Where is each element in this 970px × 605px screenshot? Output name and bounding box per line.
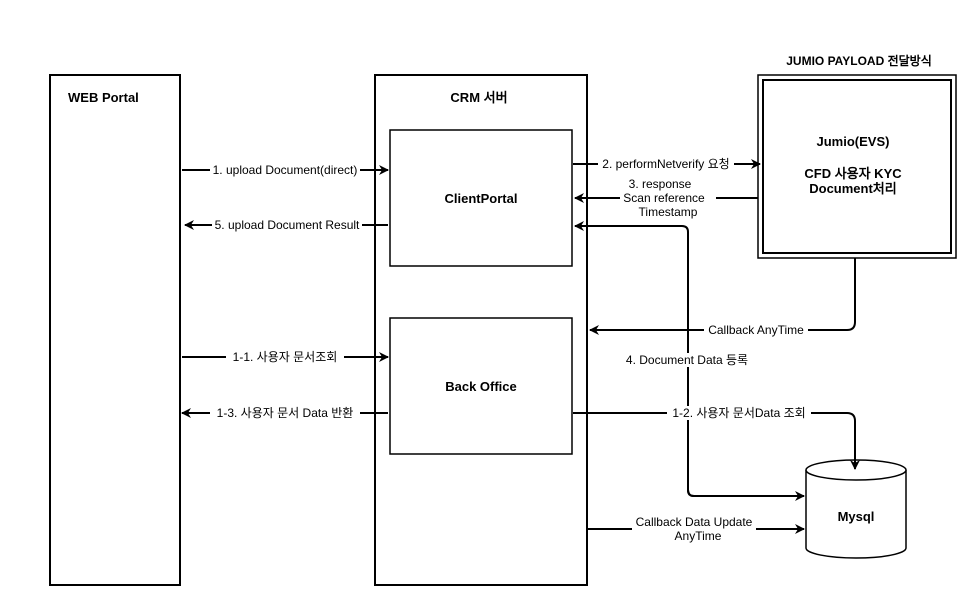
label-bg: [598, 157, 734, 171]
label-bg: [704, 323, 808, 337]
jumio-box-inner: [762, 79, 952, 254]
label-upload-result: 5. upload Document Result: [215, 218, 360, 232]
label-callback-update-1: Callback Data Update: [636, 515, 753, 529]
label-user-doc-return: 1-3. 사용자 문서 Data 반환: [217, 406, 354, 420]
label-bg: [226, 350, 344, 364]
label-document-data: 4. Document Data 등록: [626, 353, 748, 367]
label-bg: [212, 218, 362, 232]
arrow-document-data-start: [687, 489, 805, 501]
back-office-label: Back Office: [445, 379, 517, 394]
label-perform-netverify: 2. performNetverify 요청: [602, 157, 729, 171]
label-bg: [210, 406, 360, 420]
label-response-2: Scan reference: [623, 191, 705, 205]
mysql-label: Mysql: [838, 509, 875, 524]
jumio-line-2: Document처리: [809, 181, 896, 196]
arrow-user-doc-data-query: [573, 412, 860, 470]
label-user-doc-data-query: 1-2. 사용자 문서Data 조회: [672, 406, 805, 420]
mysql-database: Mysql: [805, 459, 907, 559]
label-bg: [632, 522, 756, 536]
client-portal-box: [389, 129, 573, 267]
label-bg: [667, 406, 811, 420]
jumio-box-outer: [757, 74, 957, 259]
jumio-title: Jumio(EVS): [817, 134, 890, 149]
mysql-cylinder-body: [805, 470, 907, 559]
client-portal-label: ClientPortal: [445, 191, 518, 206]
label-callback: Callback AnyTime: [708, 323, 804, 337]
diagram-caption: JUMIO PAYLOAD 전달방식: [786, 53, 932, 68]
label-response-3: Timestamp: [639, 205, 698, 219]
jumio-line-1: CFD 사용자 KYC: [804, 166, 902, 181]
label-upload-document: 1. upload Document(direct): [213, 163, 358, 177]
web-portal-label: WEB Portal: [68, 90, 139, 105]
web-portal-box: [49, 74, 181, 586]
arrow-callback: [589, 258, 856, 335]
crm-server-label: CRM 서버: [450, 90, 507, 105]
label-callback-update-2: AnyTime: [675, 529, 722, 543]
label-bg: [622, 353, 752, 367]
label-user-doc-query: 1-1. 사용자 문서조회: [233, 350, 338, 364]
label-bg: [620, 177, 716, 219]
label-response-1: 3. response: [629, 177, 692, 191]
back-office-box: [389, 317, 573, 455]
label-bg: [210, 163, 360, 177]
